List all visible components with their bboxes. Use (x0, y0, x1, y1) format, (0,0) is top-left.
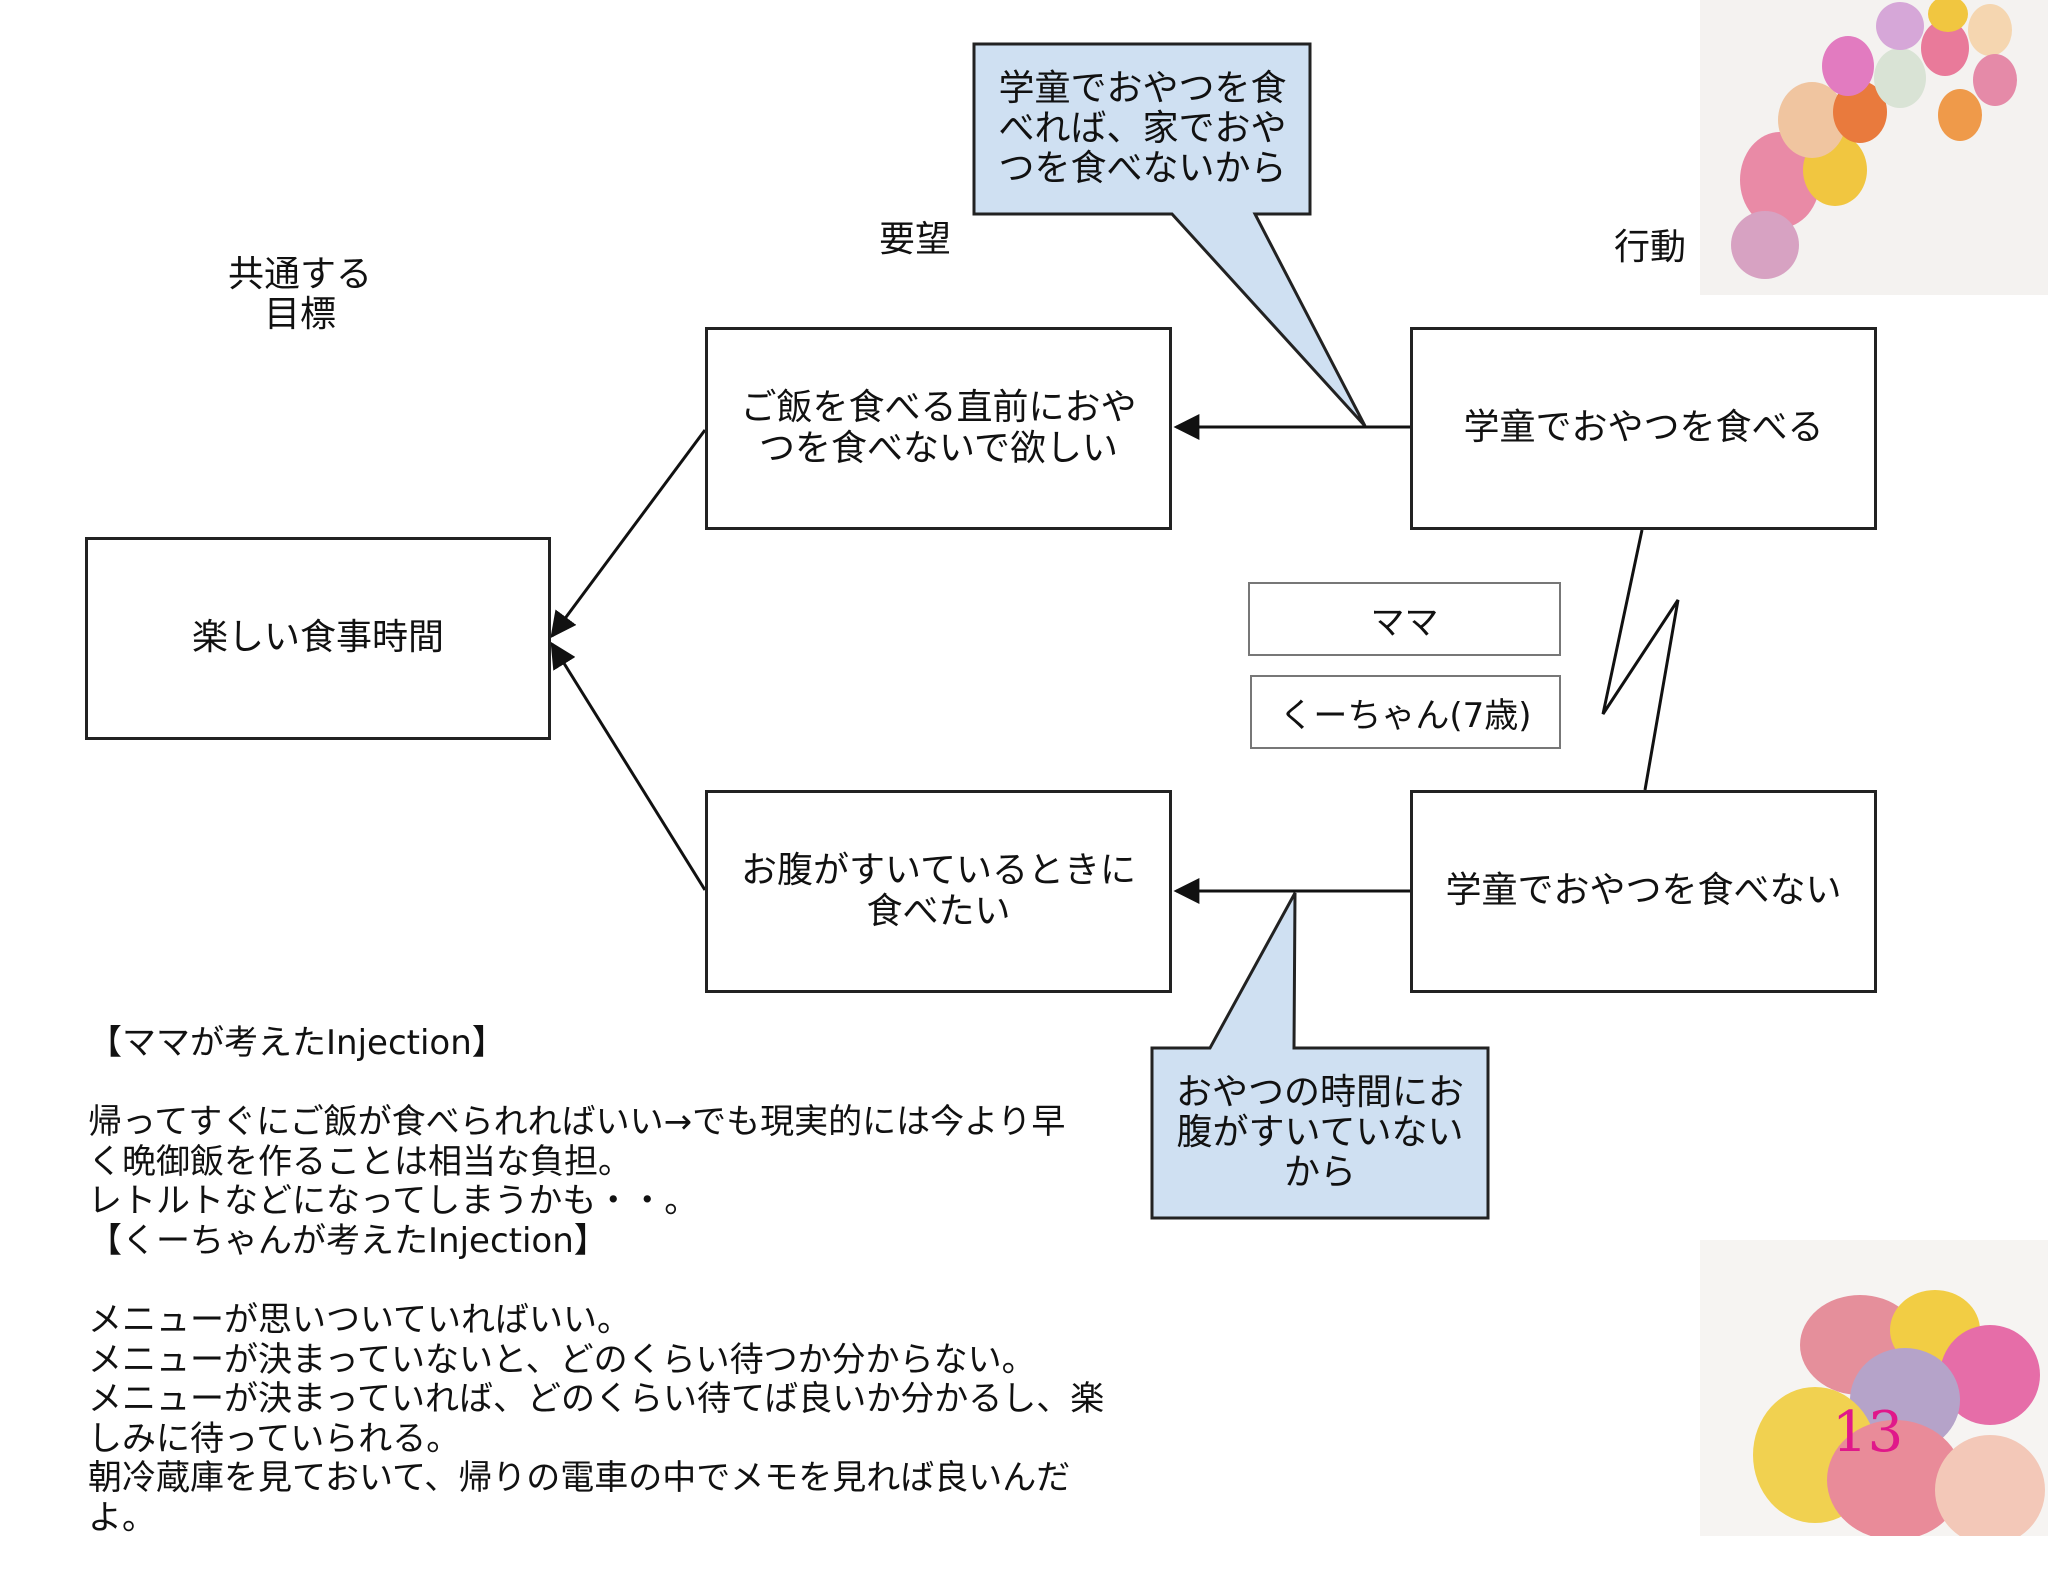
node-action-bottom: 学童でおやつを食べない (1410, 790, 1877, 993)
node-wish-top: ご飯を食べる直前におやつを食べないで欲しい (705, 327, 1172, 530)
notes-kuchan: 【くーちゃんが考えたInjection】 メニューが思いついていればいい。 メニ… (88, 1183, 1118, 1577)
notes-kuchan-title: 【くーちゃんが考えたInjection】 (88, 1221, 608, 1262)
arrow-wish-top-to-goal (550, 429, 707, 639)
header-wish: 要望 (878, 219, 951, 260)
legend-kuchan: くーちゃん(7歳) (1250, 675, 1561, 749)
callout-bottom-text: おやつの時間にお腹がすいていないから (1175, 1071, 1464, 1194)
candy-eggs-top-right-icon (1700, 0, 2048, 295)
legend-mama: ママ (1248, 582, 1561, 656)
callout-top-shape (972, 42, 1367, 428)
page-number: 13 (1832, 1400, 1904, 1465)
node-wish-bottom: お腹がすいているときに食べたい (705, 790, 1172, 993)
conflict-bolt (1601, 529, 1680, 791)
notes-kuchan-body: メニューが思いついていればいい。 メニューが決まっていないと、どのくらい待つか分… (88, 1300, 1105, 1538)
diagram-lines (550, 0, 2048, 1536)
callout-top-text: 学童でおやつを食べれば、家でおやつを食べないから (998, 67, 1287, 190)
arrow-wish-bottom-to-goal (550, 641, 707, 891)
header-goal: 共通する 目標 (227, 254, 372, 335)
notes-mama-title: 【ママが考えたInjection】 (88, 1023, 506, 1064)
notes-mama-body: 帰ってすぐにご飯が食べられればいい→でも現実的には今より早く晩御飯を作ることは相… (88, 1102, 1066, 1222)
node-goal: 楽しい食事時間 (85, 537, 551, 740)
callout-bottom-shape (1150, 892, 1490, 1220)
header-action: 行動 (1613, 227, 1686, 268)
node-action-top: 学童でおやつを食べる (1410, 327, 1877, 530)
candy-eggs-bottom-right-icon (1700, 1240, 2048, 1536)
notes-mama: 【ママが考えたInjection】 帰ってすぐにご飯が食べられればいい→でも現実… (88, 985, 1078, 1261)
